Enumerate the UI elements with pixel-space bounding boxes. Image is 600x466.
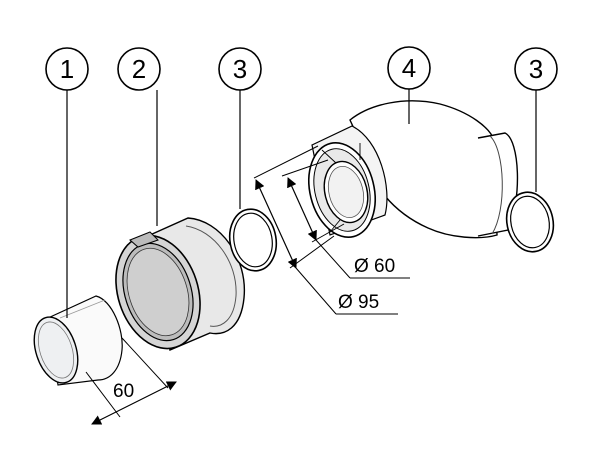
dimension-pipe-length: 60 (85, 337, 177, 425)
dimension-inner-diameter-label: Ø 60 (354, 256, 395, 277)
dimension-outer-diameter-label: Ø 95 (338, 292, 379, 313)
part-1-pipe-section (33, 295, 123, 386)
callout-3-right: 3 (514, 47, 558, 91)
part-2-clamp-collar (115, 217, 246, 351)
part-4-elbow (308, 100, 519, 239)
callout-1: 1 (45, 47, 89, 91)
callout-3-left: 3 (218, 47, 262, 91)
part-3-o-ring-right (505, 191, 555, 253)
dimension-pipe-length-label: 60 (113, 381, 134, 402)
callout-4-label: 4 (402, 53, 416, 83)
callout-2: 2 (117, 47, 161, 91)
callout-3-left-label: 3 (233, 54, 247, 84)
callout-3-right-label: 3 (529, 54, 543, 84)
dimension-outer-diameter: Ø 95 (253, 145, 398, 315)
callout-1-label: 1 (60, 54, 74, 84)
callout-4: 4 (387, 46, 431, 90)
leader-lines (66, 89, 537, 318)
callout-2-label: 2 (132, 54, 146, 84)
